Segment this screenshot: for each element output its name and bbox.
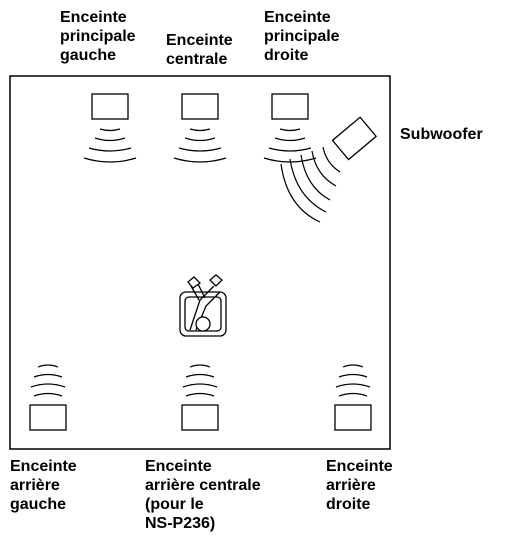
- rear-left-sound-waves-icon: [30, 364, 66, 397]
- label-rear-center-speaker: Enceinte arrière centrale (pour le NS-P2…: [145, 457, 261, 533]
- label-line: droite: [264, 47, 309, 64]
- label-line: NS-P236): [145, 515, 216, 532]
- front-right-sound-waves-icon: [263, 128, 317, 163]
- label-line: principale: [264, 28, 340, 45]
- label-front-left-speaker: Enceinte principale gauche: [60, 8, 136, 65]
- label-line: gauche: [10, 496, 67, 513]
- label-center-speaker: Enceinte centrale: [166, 31, 233, 69]
- label-line: arrière centrale: [145, 477, 261, 494]
- label-line: arrière: [326, 477, 376, 494]
- label-line: Enceinte: [326, 458, 393, 475]
- rear-center-sound-waves-icon: [182, 364, 218, 397]
- label-line: Enceinte: [60, 9, 127, 26]
- rear-right-speaker-icon: [334, 404, 372, 431]
- label-line: gauche: [60, 47, 117, 64]
- rear-left-speaker-icon: [29, 404, 67, 431]
- label-line: Subwoofer: [400, 126, 483, 143]
- label-rear-right-speaker: Enceinte arrière droite: [326, 457, 393, 514]
- label-line: Enceinte: [166, 32, 233, 49]
- label-line: Enceinte: [10, 458, 77, 475]
- center-sound-waves-icon: [173, 128, 227, 163]
- subwoofer-sound-waves-icon: [280, 146, 341, 223]
- front-right-speaker-icon: [271, 93, 309, 120]
- label-rear-left-speaker: Enceinte arrière gauche: [10, 457, 77, 514]
- subwoofer-icon: [331, 116, 378, 161]
- label-line: principale: [60, 28, 136, 45]
- label-line: arrière: [10, 477, 60, 494]
- front-left-speaker-icon: [91, 93, 129, 120]
- listener-in-chair-icon: [179, 274, 227, 337]
- label-line: droite: [326, 496, 371, 513]
- label-line: Enceinte: [145, 458, 212, 475]
- label-subwoofer: Subwoofer: [400, 125, 483, 144]
- room-outline: [9, 75, 391, 450]
- label-line: Enceinte: [264, 9, 331, 26]
- label-line: centrale: [166, 51, 228, 68]
- rear-right-sound-waves-icon: [335, 364, 371, 397]
- rear-center-speaker-icon: [181, 404, 219, 431]
- label-line: (pour le: [145, 496, 204, 513]
- label-front-right-speaker: Enceinte principale droite: [264, 8, 340, 65]
- center-speaker-icon: [181, 93, 219, 120]
- front-left-sound-waves-icon: [83, 128, 137, 163]
